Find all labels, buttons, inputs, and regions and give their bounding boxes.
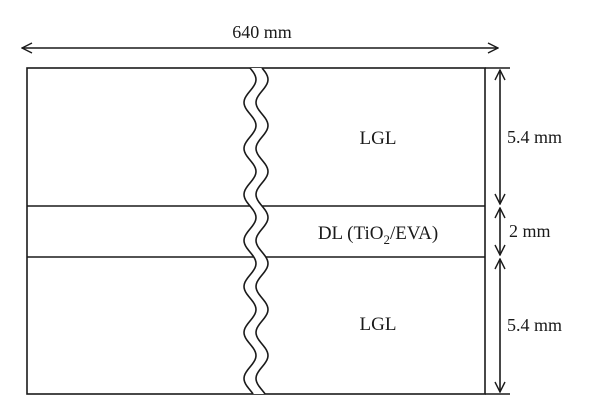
break-mark	[243, 67, 269, 395]
break-line-left	[243, 67, 257, 395]
layer-label-top: LGL	[360, 128, 397, 149]
layer-label-middle-main: DL (TiO	[318, 223, 384, 244]
break-band	[244, 68, 268, 394]
thickness-label-bottom: 5.4 mm	[507, 315, 562, 335]
layer-label-middle-subscript: 2	[383, 232, 390, 247]
thickness-label-middle: 2 mm	[509, 221, 551, 241]
layer-label-middle-tail: /EVA)	[390, 223, 438, 244]
thickness-label-top: 5.4 mm	[507, 127, 562, 147]
layer-label-bottom: LGL	[360, 314, 397, 335]
break-line-right	[255, 67, 269, 395]
thickness-dimensions: 5.4 mm 2 mm 5.4 mm	[485, 67, 562, 395]
width-dimension: 640 mm	[22, 22, 498, 48]
layer-label-middle: DL (TiO2/EVA)	[318, 223, 438, 247]
width-label: 640 mm	[232, 22, 292, 42]
